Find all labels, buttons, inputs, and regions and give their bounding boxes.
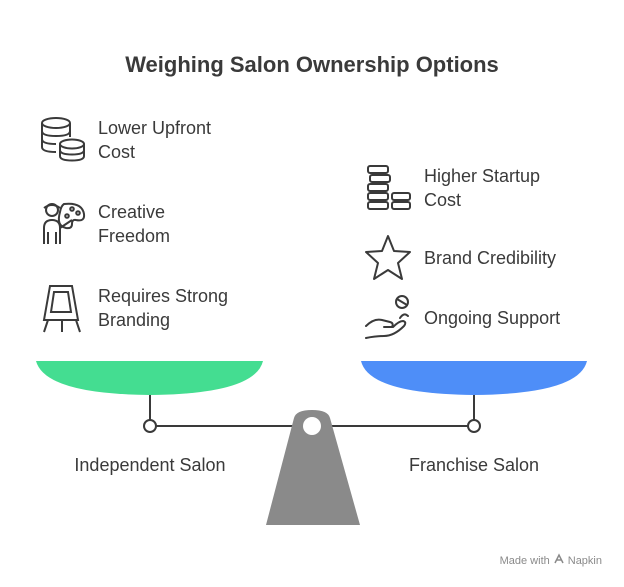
right-item-brand-credibility: Brand Credibility [362, 232, 556, 284]
left-item-lower-upfront-cost: Lower Upfront Cost [36, 114, 211, 166]
made-with-text: Made with [499, 554, 550, 567]
left-item-label: Creative Freedom [98, 202, 171, 246]
napkin-logo-icon [553, 553, 565, 568]
right-item-label: Brand Credibility [424, 248, 557, 268]
support-hand-icon [362, 292, 414, 344]
right-item-higher-startup-cost: Higher Startup Cost [362, 162, 540, 214]
fulcrum-pivot [303, 417, 321, 435]
napkin-brand-text: Napkin [567, 554, 602, 567]
artist-palette-icon [36, 198, 88, 250]
fulcrum-base [266, 410, 360, 525]
coin-stacks-icon [36, 114, 88, 166]
independent-salon-label: Independent Salon [74, 455, 226, 475]
right-beam-joint [467, 419, 481, 433]
right-item-ongoing-support: Ongoing Support [362, 292, 560, 344]
sign-easel-icon [36, 282, 88, 334]
franchise-salon-label: Franchise Salon [408, 455, 540, 475]
right-item-label: Higher Startup Cost [424, 166, 541, 210]
left-item-creative-freedom: Creative Freedom [36, 198, 170, 250]
left-item-label: Requires Strong Branding [98, 286, 229, 330]
star-icon [362, 232, 414, 284]
page-title: Weighing Salon Ownership Options [125, 52, 499, 77]
right-pan [361, 361, 587, 395]
left-beam-joint [143, 419, 157, 433]
made-with-credit: Made with Napkin [500, 553, 602, 568]
left-item-requires-strong-branding: Requires Strong Branding [36, 282, 228, 334]
left-item-label: Lower Upfront Cost [98, 118, 212, 162]
right-item-label: Ongoing Support [424, 308, 561, 328]
left-pan [36, 361, 263, 395]
stacked-bills-icon [362, 162, 414, 214]
